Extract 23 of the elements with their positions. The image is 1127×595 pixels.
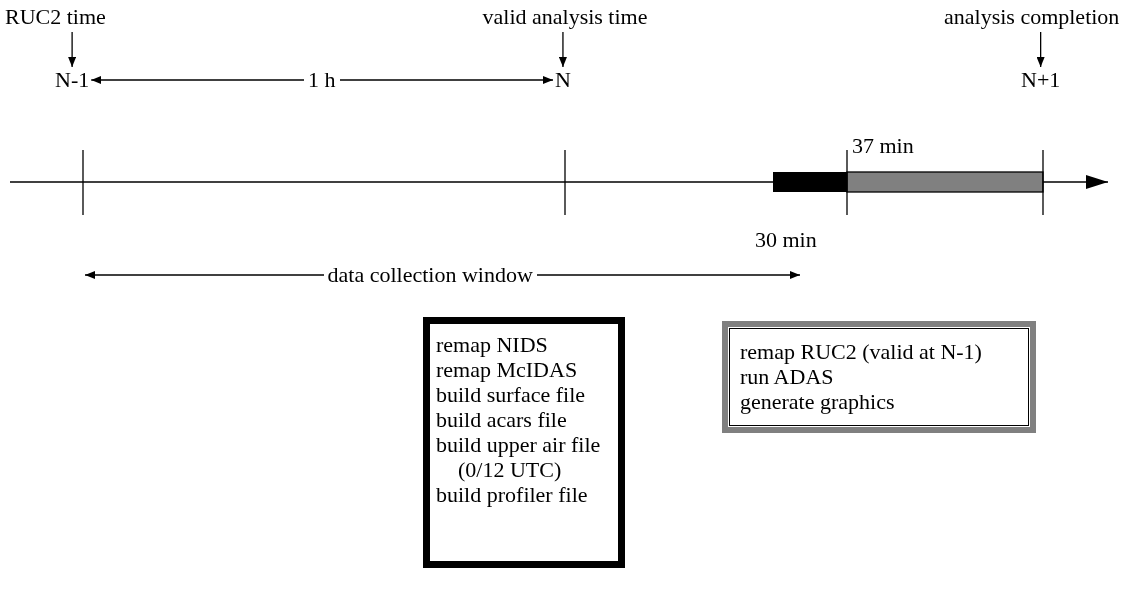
task-item: build profiler file: [436, 482, 589, 507]
task-item: remap McIDAS: [436, 357, 579, 382]
task-item: generate graphics: [740, 389, 896, 414]
time-label: analysis completion: [944, 4, 1120, 30]
task-item: build surface file: [436, 382, 587, 407]
task-list-box: [722, 321, 1036, 433]
arrow: [68, 31, 77, 68]
time-label: RUC2 time: [5, 4, 106, 30]
task-item: remap NIDS: [436, 332, 549, 357]
duration-label: 30 min: [755, 227, 817, 253]
time-label: N-1: [55, 67, 90, 93]
task-item: remap RUC2 (valid at N-1): [740, 339, 983, 364]
arrow: [90, 76, 554, 84]
arrow: [1036, 31, 1045, 68]
task-list-box: [423, 317, 625, 568]
task-item: build upper air file (0/12 UTC): [436, 432, 602, 482]
task-item: run ADAS: [740, 364, 835, 389]
task-item: build acars file: [436, 407, 568, 432]
arrow: [558, 31, 567, 68]
duration-label: 37 min: [852, 133, 914, 159]
time-label: N: [555, 67, 571, 93]
time-label: N+1: [1021, 67, 1061, 93]
time-label: valid analysis time: [482, 4, 648, 30]
